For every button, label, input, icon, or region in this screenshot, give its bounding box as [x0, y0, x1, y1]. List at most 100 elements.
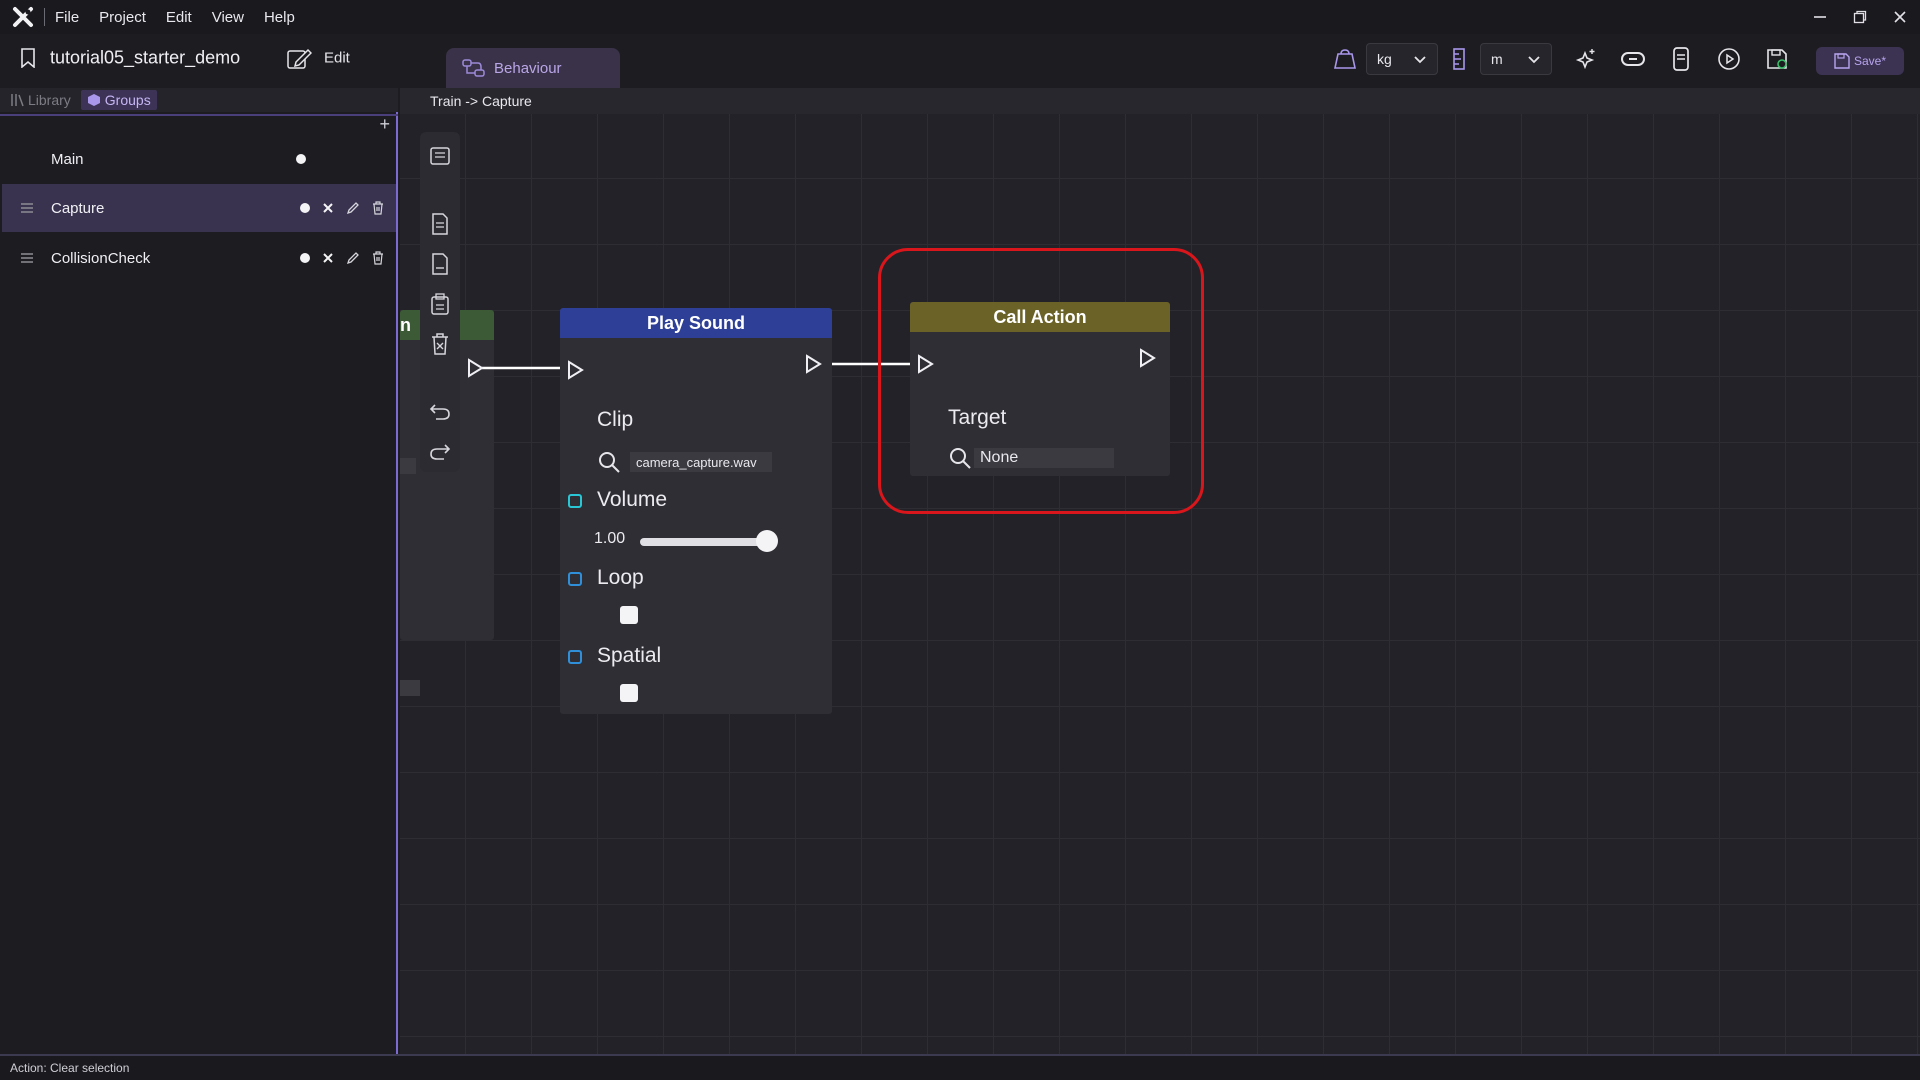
active-dot-icon[interactable]	[296, 154, 306, 164]
save-label: Save*	[1853, 54, 1887, 68]
exec-output-pin-icon[interactable]	[804, 354, 824, 374]
undo-icon	[429, 404, 450, 420]
spatial-label: Spatial	[597, 644, 662, 667]
menubar: File Project Edit View Help	[0, 0, 1920, 34]
app-logo-icon	[13, 7, 33, 27]
close-icon[interactable]	[322, 202, 334, 214]
clip-field[interactable]: camera_capture.wav	[630, 452, 772, 472]
exec-input-pin-icon[interactable]	[566, 360, 586, 380]
vr-headset-button[interactable]	[1620, 46, 1646, 72]
minimize-button[interactable]	[1800, 0, 1840, 34]
exec-output-pin-icon[interactable]	[1138, 348, 1158, 368]
menu-edit[interactable]: Edit	[165, 8, 192, 26]
target-value: None	[980, 449, 1019, 466]
tab-behaviour[interactable]: Behaviour	[446, 48, 620, 88]
document-icon	[432, 213, 448, 235]
tool-save-button[interactable]	[428, 252, 452, 276]
restore-button[interactable]	[1840, 0, 1880, 34]
pencil-icon[interactable]	[346, 201, 360, 215]
active-dot-icon[interactable]	[300, 253, 310, 263]
undo-button[interactable]	[428, 400, 452, 424]
ruler-icon	[1453, 48, 1465, 70]
drag-handle-icon[interactable]	[20, 202, 34, 214]
save-file-icon	[432, 253, 448, 275]
minimize-icon	[1814, 16, 1826, 18]
tab-library[interactable]: Library	[4, 90, 77, 110]
partial-node-title: n	[400, 314, 411, 335]
device-preview-button[interactable]	[1668, 46, 1694, 72]
bookmark-icon	[21, 48, 35, 68]
exec-input-pin-icon[interactable]	[916, 354, 936, 374]
status-text: Action: Clear selection	[10, 1061, 130, 1075]
edit-icon	[287, 48, 312, 69]
close-window-button[interactable]	[1880, 0, 1920, 34]
mass-unit-select[interactable]: kg	[1366, 43, 1438, 75]
sidebar-divider	[0, 114, 398, 116]
tool-document-button[interactable]	[428, 212, 452, 236]
chevron-down-icon	[1528, 56, 1540, 64]
menu-view[interactable]: View	[211, 8, 244, 26]
volume-value: 1.00	[594, 530, 626, 547]
group-label: CollisionCheck	[51, 249, 151, 267]
tab-groups-label: Groups	[104, 92, 151, 108]
exec-output-pin-icon[interactable]	[466, 358, 486, 378]
menu-help[interactable]: Help	[263, 8, 295, 26]
status-bar: Action: Clear selection	[0, 1054, 1920, 1080]
play-sound-title: Play Sound	[646, 312, 745, 333]
volume-slider[interactable]	[640, 538, 770, 546]
group-label: Capture	[51, 199, 105, 217]
tab-groups[interactable]: Groups	[80, 90, 157, 110]
length-unit-select[interactable]: m	[1480, 43, 1552, 75]
redo-icon	[430, 444, 451, 460]
play-button[interactable]	[1716, 46, 1742, 72]
pencil-icon[interactable]	[346, 251, 360, 265]
save-button[interactable]: Save*	[1816, 47, 1904, 75]
menu-project[interactable]: Project	[99, 8, 146, 26]
save-sync-icon	[1767, 49, 1787, 69]
volume-slider-thumb[interactable]	[756, 530, 778, 552]
search-icon[interactable]	[597, 450, 621, 474]
volume-pin-icon[interactable]	[568, 494, 582, 508]
tool-delete-button[interactable]	[428, 332, 452, 356]
spatial-pin-icon[interactable]	[568, 650, 582, 664]
graph-canvas[interactable]: Train -> Capture n	[400, 88, 1920, 1054]
toolbar: tutorial05_starter_demo Edit Behaviour k…	[0, 34, 1920, 88]
group-row-main[interactable]: Main	[2, 135, 396, 183]
trash-icon[interactable]	[372, 251, 384, 265]
restore-icon	[1853, 10, 1867, 24]
add-group-button[interactable]: +	[379, 114, 390, 134]
sidebar: Library Groups + Main Capture CollisionC…	[0, 88, 398, 1054]
edit-mode-button[interactable]	[286, 46, 380, 72]
group-row-capture[interactable]: Capture	[2, 184, 396, 232]
redo-button[interactable]	[428, 440, 452, 464]
active-dot-icon[interactable]	[300, 203, 310, 213]
call-action-node[interactable]: Call Action Target None	[910, 302, 1170, 476]
trash-icon[interactable]	[372, 201, 384, 215]
tool-frame-button[interactable]	[428, 144, 452, 168]
ai-sparkle-button[interactable]	[1572, 46, 1598, 72]
chevron-down-icon	[1414, 56, 1426, 64]
play-sound-node[interactable]: Play Sound Clip camera_capture.wav Volum…	[560, 308, 832, 714]
library-icon	[11, 94, 24, 107]
menu-file[interactable]: File	[55, 8, 80, 26]
edit-label: Edit	[324, 49, 350, 67]
connection-wires	[482, 362, 918, 370]
tool-paste-button[interactable]	[428, 292, 452, 316]
drag-handle-icon[interactable]	[20, 252, 34, 264]
publish-button[interactable]	[1764, 46, 1790, 72]
close-icon[interactable]	[322, 252, 334, 264]
group-row-collisioncheck[interactable]: CollisionCheck	[2, 234, 396, 282]
length-unit-value: m	[1491, 51, 1503, 67]
loop-pin-icon[interactable]	[568, 572, 582, 586]
phone-icon	[1673, 47, 1689, 71]
spatial-checkbox[interactable]	[620, 684, 638, 702]
target-field[interactable]: None	[974, 448, 1114, 468]
volume-label: Volume	[597, 488, 668, 511]
loop-checkbox[interactable]	[620, 606, 638, 624]
behaviour-flow-icon	[462, 59, 485, 77]
mass-weight-icon	[1334, 49, 1356, 69]
call-action-title: Call Action	[993, 306, 1087, 327]
save-disk-icon	[1834, 53, 1850, 69]
search-icon[interactable]	[948, 446, 972, 470]
tab-library-label: Library	[28, 92, 71, 108]
